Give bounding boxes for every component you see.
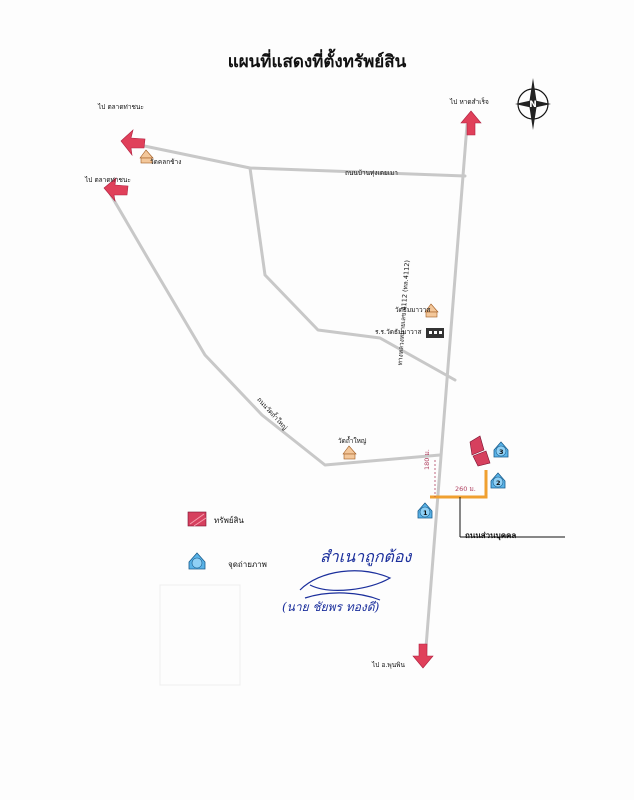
photo-point-1-number: 1: [423, 509, 428, 517]
svg-text:N: N: [529, 100, 537, 110]
map-title: แผนที่แสดงที่ตั้งทรัพย์สิน: [227, 52, 407, 72]
legend-photo-icon: [188, 552, 206, 570]
road-cross: [248, 166, 457, 382]
legend-photo-label: จุดถ่ายภาพ: [228, 560, 267, 569]
photo-point-2-number: 2: [496, 479, 501, 487]
label-distance-1: 180 ม.: [423, 449, 431, 470]
arrow-market-2: [103, 177, 129, 203]
legend-property-label: ทรัพย์สิน: [214, 516, 244, 525]
legend-property-icon: [187, 511, 207, 527]
temple-icon-1: [139, 149, 154, 164]
signature-name: (นาย ชัยพร ทองดี): [282, 600, 380, 614]
road-highway: [423, 123, 469, 662]
road-diagonal: [106, 188, 442, 467]
arrow-north: [460, 110, 482, 136]
label-temple-1: วัดคลกช้าง: [150, 158, 182, 166]
signature-scribble: [299, 570, 392, 601]
private-road: [430, 470, 488, 499]
label-to-market-2: ไป ตลาดท่าชนะ: [85, 176, 131, 184]
label-to-south: ไป อ.พุนพิน: [372, 661, 405, 669]
photo-point-3-icon: [493, 441, 509, 458]
faint-stamp: [159, 584, 241, 686]
arrow-market-1: [120, 129, 146, 157]
label-temple-2: วัดธัมมาวาส: [395, 306, 431, 314]
property-parcel: [469, 435, 491, 467]
label-private-road: ถนนส่วนบุคคล: [465, 531, 517, 540]
temple-icon-2: [424, 303, 439, 318]
photo-point-1-icon: [417, 502, 433, 519]
label-to-market-1: ไป ตลาดท่าชนะ: [98, 103, 144, 111]
label-school: ร.ร.วัดธัมมาวาส: [375, 328, 422, 336]
label-upper-road: ถนนบ้านทุ่งเตยเมา: [345, 169, 398, 177]
school-icon: [426, 328, 444, 338]
arrow-south: [412, 643, 434, 669]
compass-icon: N: [515, 78, 551, 130]
photo-point-2-icon: [490, 472, 506, 489]
temple-icon-3: [342, 445, 357, 460]
label-to-north: ไป หาดสำเร็จ: [450, 98, 489, 106]
photo-point-3-number: 3: [499, 448, 504, 456]
signature-certify: สำเนาถูกต้อง: [320, 547, 412, 566]
label-distance-2: 260 ม.: [455, 485, 476, 493]
label-temple-3: วัดถ้ำใหญ่: [338, 437, 367, 445]
